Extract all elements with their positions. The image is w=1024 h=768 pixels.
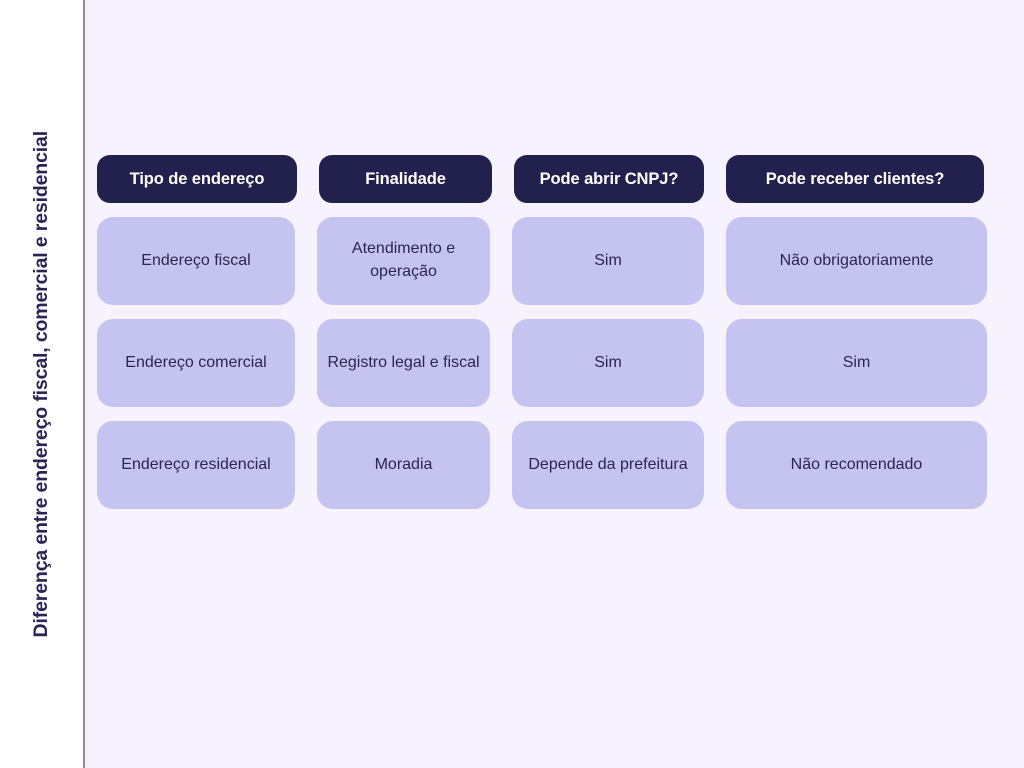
table-cell-cnpj: Sim	[512, 217, 704, 305]
cell-value: Não obrigatoriamente	[779, 251, 934, 269]
cell-value: Sim	[842, 353, 871, 371]
table-cell-clientes: Não recomendado	[726, 421, 987, 509]
table-cell-clientes: Não obrigatoriamente	[726, 217, 987, 305]
column-header-finalidade: Finalidade	[319, 155, 492, 203]
cell-value: Sim	[594, 251, 622, 269]
table-cell-tipo: Endereço residencial	[97, 421, 295, 509]
column-header-label: Pode receber clientes?	[765, 169, 945, 188]
table-row: Endereço comercial Registro legal e fisc…	[97, 319, 1013, 407]
rail-divider	[83, 0, 85, 768]
cell-value: Sim	[594, 353, 622, 371]
table-cell-finalidade: Registro legal e fiscal	[317, 319, 490, 407]
cell-value: Registro legal e fiscal	[327, 353, 480, 371]
table-cell-cnpj: Sim	[512, 319, 704, 407]
table-cell-finalidade: Moradia	[317, 421, 490, 509]
table-cell-cnpj: Depende da prefeitura	[512, 421, 704, 509]
table-cell-tipo: Endereço fiscal	[97, 217, 295, 305]
cell-value: Moradia	[374, 455, 433, 473]
comparison-table: Tipo de endereço Finalidade Pode abrir C…	[97, 155, 1013, 509]
page-title: Diferença entre endereço fiscal, comerci…	[30, 130, 53, 638]
table-cell-clientes: Sim	[726, 319, 987, 407]
content-canvas: Tipo de endereço Finalidade Pode abrir C…	[85, 0, 1024, 768]
cell-value: Não recomendado	[790, 455, 923, 473]
cell-value: Atendimento e operação	[351, 240, 456, 280]
column-header-label: Tipo de endereço	[129, 169, 265, 188]
column-header-label: Pode abrir CNPJ?	[539, 169, 679, 188]
vertical-title-rail: Diferença entre endereço fiscal, comerci…	[0, 0, 84, 768]
table-cell-tipo: Endereço comercial	[97, 319, 295, 407]
cell-value: Depende da prefeitura	[528, 455, 688, 473]
column-header-pode-abrir-cnpj: Pode abrir CNPJ?	[514, 155, 704, 203]
cell-value: Endereço fiscal	[141, 251, 251, 269]
column-header-tipo-de-endereco: Tipo de endereço	[97, 155, 297, 203]
column-header-pode-receber-clientes: Pode receber clientes?	[726, 155, 984, 203]
table-row: Endereço residencial Moradia Depende da …	[97, 421, 1013, 509]
cell-value: Endereço residencial	[121, 455, 271, 473]
cell-value: Endereço comercial	[125, 353, 267, 371]
table-row: Endereço fiscal Atendimento e operação S…	[97, 217, 1013, 305]
column-header-label: Finalidade	[365, 169, 446, 188]
table-cell-finalidade: Atendimento e operação	[317, 217, 490, 305]
table-header-row: Tipo de endereço Finalidade Pode abrir C…	[97, 155, 1013, 203]
